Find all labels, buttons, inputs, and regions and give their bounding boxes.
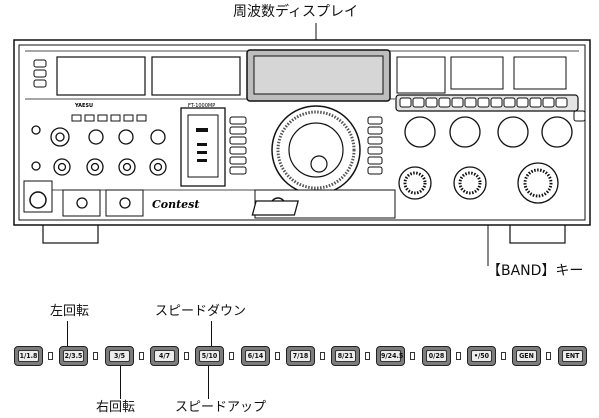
- band-key-0[interactable]: 1/1.8: [14, 346, 43, 366]
- band-key-label: 4/7: [154, 350, 175, 362]
- right-upper-knobs: [404, 116, 573, 148]
- right-lower-knobs: [398, 162, 559, 204]
- band-key-label: 0/28: [426, 350, 447, 362]
- band-key-9[interactable]: 0/28: [422, 346, 451, 366]
- brand-logo: YAESU: [74, 103, 93, 109]
- band-key-label: 7/18: [290, 350, 311, 362]
- right-sub-display-1: [450, 56, 504, 90]
- small-button: [33, 79, 47, 88]
- main-tuning-finger-dimple: [310, 155, 328, 173]
- key-separator: [456, 352, 461, 360]
- main-dial-left-buttons: [229, 116, 247, 175]
- key-separator: [275, 352, 280, 360]
- band-key-label: 3/5: [109, 350, 130, 362]
- main-frequency-display: [253, 55, 384, 95]
- band-key-label: 6/14: [245, 350, 266, 362]
- band-key-1[interactable]: 2/3.5: [59, 346, 88, 366]
- speed-up-label: スピードアップ: [175, 400, 267, 415]
- band-key-callout-label: 【BAND】キー: [487, 263, 584, 279]
- band-key-6[interactable]: 7/18: [286, 346, 315, 366]
- rotate-right-leader: [120, 366, 121, 399]
- band-key-8[interactable]: 9/24.5: [376, 346, 405, 366]
- speed-down-label: スピードダウン: [155, 304, 247, 319]
- key-separator: [48, 352, 53, 360]
- rotate-left-leader: [67, 321, 68, 346]
- radio-front-panel: YAESU FT-1000MP Contest: [13, 23, 591, 266]
- band-key-3[interactable]: 4/7: [150, 346, 179, 366]
- slot: [251, 200, 299, 216]
- band-key-label: 9/24.5: [380, 350, 404, 362]
- main-tuning-dial-inner: [288, 122, 344, 178]
- band-key-label: ENT: [562, 350, 583, 362]
- left-knobs: [31, 125, 167, 176]
- key-separator: [546, 352, 551, 360]
- speed-down-leader: [211, 321, 212, 346]
- band-key-label: 2/3.5: [63, 350, 84, 362]
- sub-display-left: [56, 56, 146, 96]
- key-separator: [93, 352, 98, 360]
- band-key-4[interactable]: 5/10: [195, 346, 224, 366]
- contest-badge: Contest: [152, 198, 199, 211]
- band-key-5[interactable]: 6/14: [241, 346, 270, 366]
- band-buttons: [399, 97, 568, 108]
- key-separator: [501, 352, 506, 360]
- display-callout-label: 周波数ディスプレイ: [233, 4, 359, 20]
- band-key-2[interactable]: 3/5: [105, 346, 134, 366]
- sub-display-right: [151, 56, 241, 96]
- rotate-left-label: 左回転: [50, 304, 90, 319]
- key-separator: [320, 352, 325, 360]
- model-name: FT-1000MP: [188, 103, 215, 109]
- right-sub-display-2: [513, 56, 567, 90]
- speed-up-leader: [208, 366, 209, 399]
- band-key-11[interactable]: GEN: [512, 346, 541, 366]
- key-separator: [139, 352, 144, 360]
- key-separator: [229, 352, 234, 360]
- key-separator: [410, 352, 415, 360]
- band-key-label: •/50: [471, 350, 492, 362]
- small-button: [33, 69, 47, 78]
- main-dial-right-buttons: [367, 116, 383, 175]
- band-key-label: GEN: [516, 350, 537, 362]
- right-meter-box: [396, 56, 446, 94]
- band-key-10[interactable]: •/50: [467, 346, 496, 366]
- band-key-label: 1/1.8: [18, 350, 39, 362]
- band-key-12[interactable]: ENT: [558, 346, 587, 366]
- rotate-right-label: 右回転: [96, 400, 136, 415]
- left-button-row: [71, 114, 147, 122]
- band-key-label: 8/21: [335, 350, 356, 362]
- band-key-label: 5/10: [199, 350, 220, 362]
- key-separator: [184, 352, 189, 360]
- band-key-7[interactable]: 8/21: [331, 346, 360, 366]
- small-button: [33, 59, 47, 68]
- key-separator: [365, 352, 370, 360]
